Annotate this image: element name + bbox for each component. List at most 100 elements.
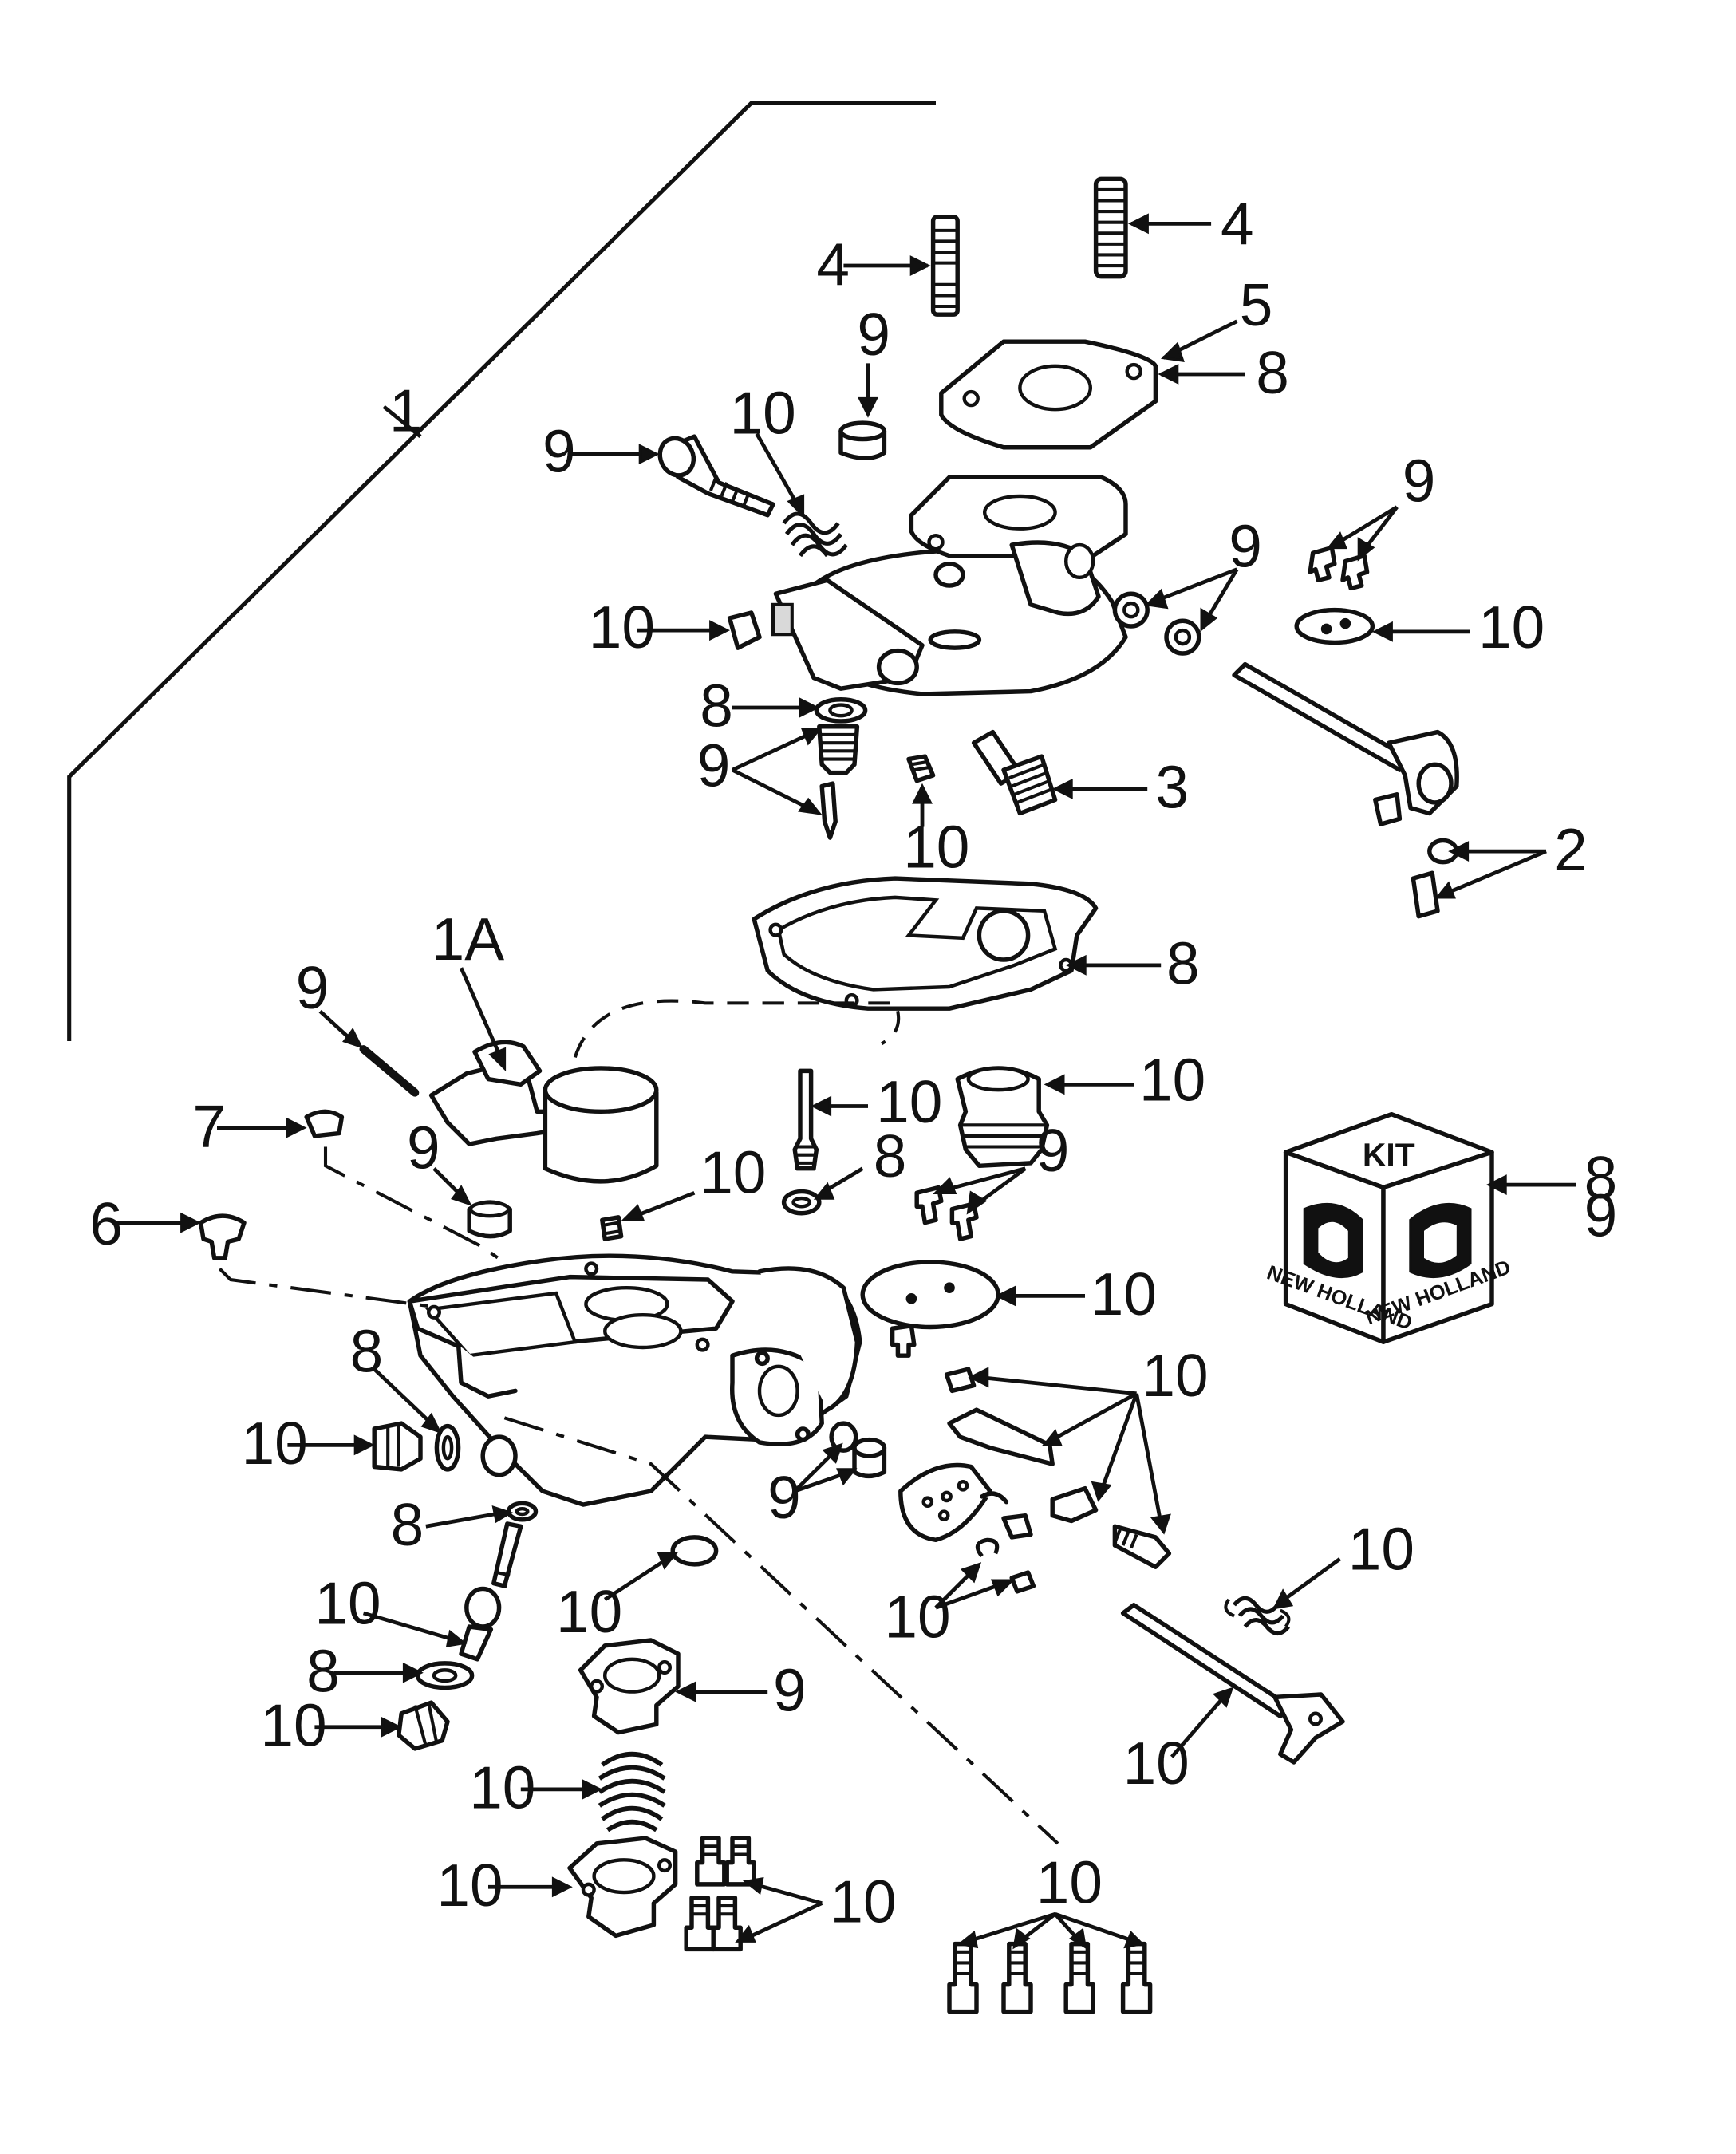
float-guide-path	[573, 999, 901, 1058]
callout-9-screws-top: 9	[1403, 448, 1436, 515]
callout-4-left: 4	[816, 231, 850, 298]
callout-9-bushings: 9	[1229, 512, 1262, 579]
callout-10-nozzle: 10	[876, 1068, 942, 1135]
callout-10-clips: 10	[884, 1584, 950, 1651]
callout-10-housing: 10	[436, 1852, 503, 1919]
callout-kit-9: 9	[1584, 1182, 1618, 1249]
plate-screws-top	[1308, 505, 1399, 591]
callout-10-welch: 10	[556, 1578, 622, 1645]
flange-gasket	[939, 319, 1245, 450]
small-screw-item-10	[600, 1191, 696, 1241]
align-line-6	[218, 1267, 435, 1309]
needle-spring	[755, 432, 848, 558]
body-washer-lower	[425, 1501, 539, 1529]
welch-plug	[603, 1535, 719, 1602]
pump-cover	[578, 1638, 768, 1735]
callout-3: 3	[1155, 754, 1189, 821]
lower-washer	[333, 1661, 475, 1690]
throttle-return-spring	[1224, 1557, 1341, 1636]
idle-needle-valve	[572, 434, 775, 518]
callout-8-needle-washer: 8	[700, 673, 733, 740]
pump-housing	[488, 1836, 678, 1939]
callout-frame: 1	[389, 377, 423, 444]
callout-5: 5	[1240, 271, 1273, 338]
callout-9-needle-valve: 9	[542, 417, 576, 484]
float-assembly	[428, 967, 659, 1184]
callout-6: 6	[89, 1190, 123, 1257]
callout-10-spring-lower: 10	[469, 1754, 535, 1821]
callout-10-spring-top: 10	[730, 380, 796, 447]
callout-9-plug: 9	[857, 301, 890, 368]
callout-4-right: 4	[1221, 190, 1254, 257]
air-horn-cover	[771, 475, 1128, 696]
pump-spring	[520, 1751, 666, 1832]
callout-9-seat: 9	[697, 732, 731, 799]
callout-10-screws-lower: 10	[830, 1868, 896, 1935]
throttle-linkage	[898, 1367, 1172, 1569]
callout-10-lower-jet: 10	[314, 1570, 381, 1637]
lower-plug	[314, 1700, 450, 1751]
choke-plate	[1294, 607, 1470, 645]
plate-screws-mid	[914, 1166, 1027, 1241]
callout-9-body-bushing: 9	[767, 1464, 801, 1531]
callout-10-jet-needle: 10	[700, 1138, 766, 1205]
float-pin	[318, 1009, 420, 1097]
callout-8-lower-washer: 8	[306, 1638, 340, 1705]
bowl-gasket	[752, 876, 1162, 1011]
lower-jet-needle	[362, 1521, 523, 1662]
body-side-plug	[287, 1367, 461, 1472]
callout-8-jet-washer: 8	[874, 1122, 907, 1189]
callout-9-pin: 9	[296, 954, 329, 1021]
jet-needle-center	[792, 1068, 868, 1171]
bowl-drain-plug	[955, 1066, 1134, 1169]
jet-washer	[781, 1166, 864, 1216]
callout-10-linkage: 10	[1142, 1342, 1208, 1409]
callout-2: 2	[1554, 816, 1588, 883]
callout-10-plug-left: 10	[589, 594, 655, 661]
throttle-plate	[860, 1260, 1085, 1358]
callout-9-ring: 9	[407, 1114, 440, 1182]
callout-10-shaft: 10	[1123, 1730, 1190, 1797]
callout-10-lower-plug: 10	[260, 1692, 326, 1759]
small-jet	[906, 754, 936, 827]
shaft-bushings	[1112, 567, 1239, 656]
callout-8-body-left: 8	[350, 1318, 384, 1385]
callout-10-spring-right: 10	[1348, 1516, 1414, 1583]
body-bushings	[793, 1421, 887, 1493]
retaining-clips	[934, 1537, 1036, 1610]
callout-labels: 1 1A 2 3 4 4 5 6 7 8 8 8 8 8 8 8 9 9 9 9…	[89, 190, 1617, 1935]
inlet-needle-assembly	[731, 697, 868, 840]
throttle-shaft	[1120, 1603, 1345, 1765]
logo-leaf-left	[1303, 1202, 1363, 1278]
choke-shaft-lever	[1232, 661, 1547, 919]
callout-10-plate-top: 10	[1478, 594, 1545, 661]
screw-item-7	[217, 1109, 345, 1138]
callout-kit-8: 8	[1584, 1144, 1618, 1211]
callout-1a: 1A	[432, 905, 505, 972]
logo-leaf-right	[1409, 1202, 1472, 1279]
callout-10-body-plug: 10	[242, 1410, 308, 1477]
align-line-lower	[503, 1416, 1059, 1845]
align-line-7	[323, 1146, 503, 1262]
service-kit-box: KIT NEW HOLLAND NEW HOLLAND	[1264, 1112, 1576, 1344]
callout-8-bowl-gasket: 8	[1166, 930, 1200, 997]
callout-10-throttle-plate: 10	[1091, 1260, 1157, 1328]
stud-left	[843, 215, 960, 317]
kit-label: KIT	[1363, 1136, 1415, 1173]
callout-10-bowl-plug: 10	[1139, 1047, 1205, 1114]
callout-8-body-lower: 8	[391, 1491, 424, 1558]
callout-8-gasket-top: 8	[1256, 339, 1289, 406]
bottom-screws	[947, 1911, 1153, 2014]
seal-ring	[432, 1167, 512, 1239]
stud-right	[1093, 176, 1212, 279]
callout-10-jet-small: 10	[903, 813, 969, 880]
cup-plug	[838, 363, 887, 461]
screw-item-6	[113, 1212, 247, 1260]
assembly-frame-bracket	[67, 101, 936, 1041]
callout-7: 7	[192, 1093, 226, 1160]
callout-9-cover: 9	[773, 1656, 807, 1723]
main-nozzle	[971, 729, 1148, 816]
callout-10-screws-bottom: 10	[1036, 1849, 1103, 1916]
